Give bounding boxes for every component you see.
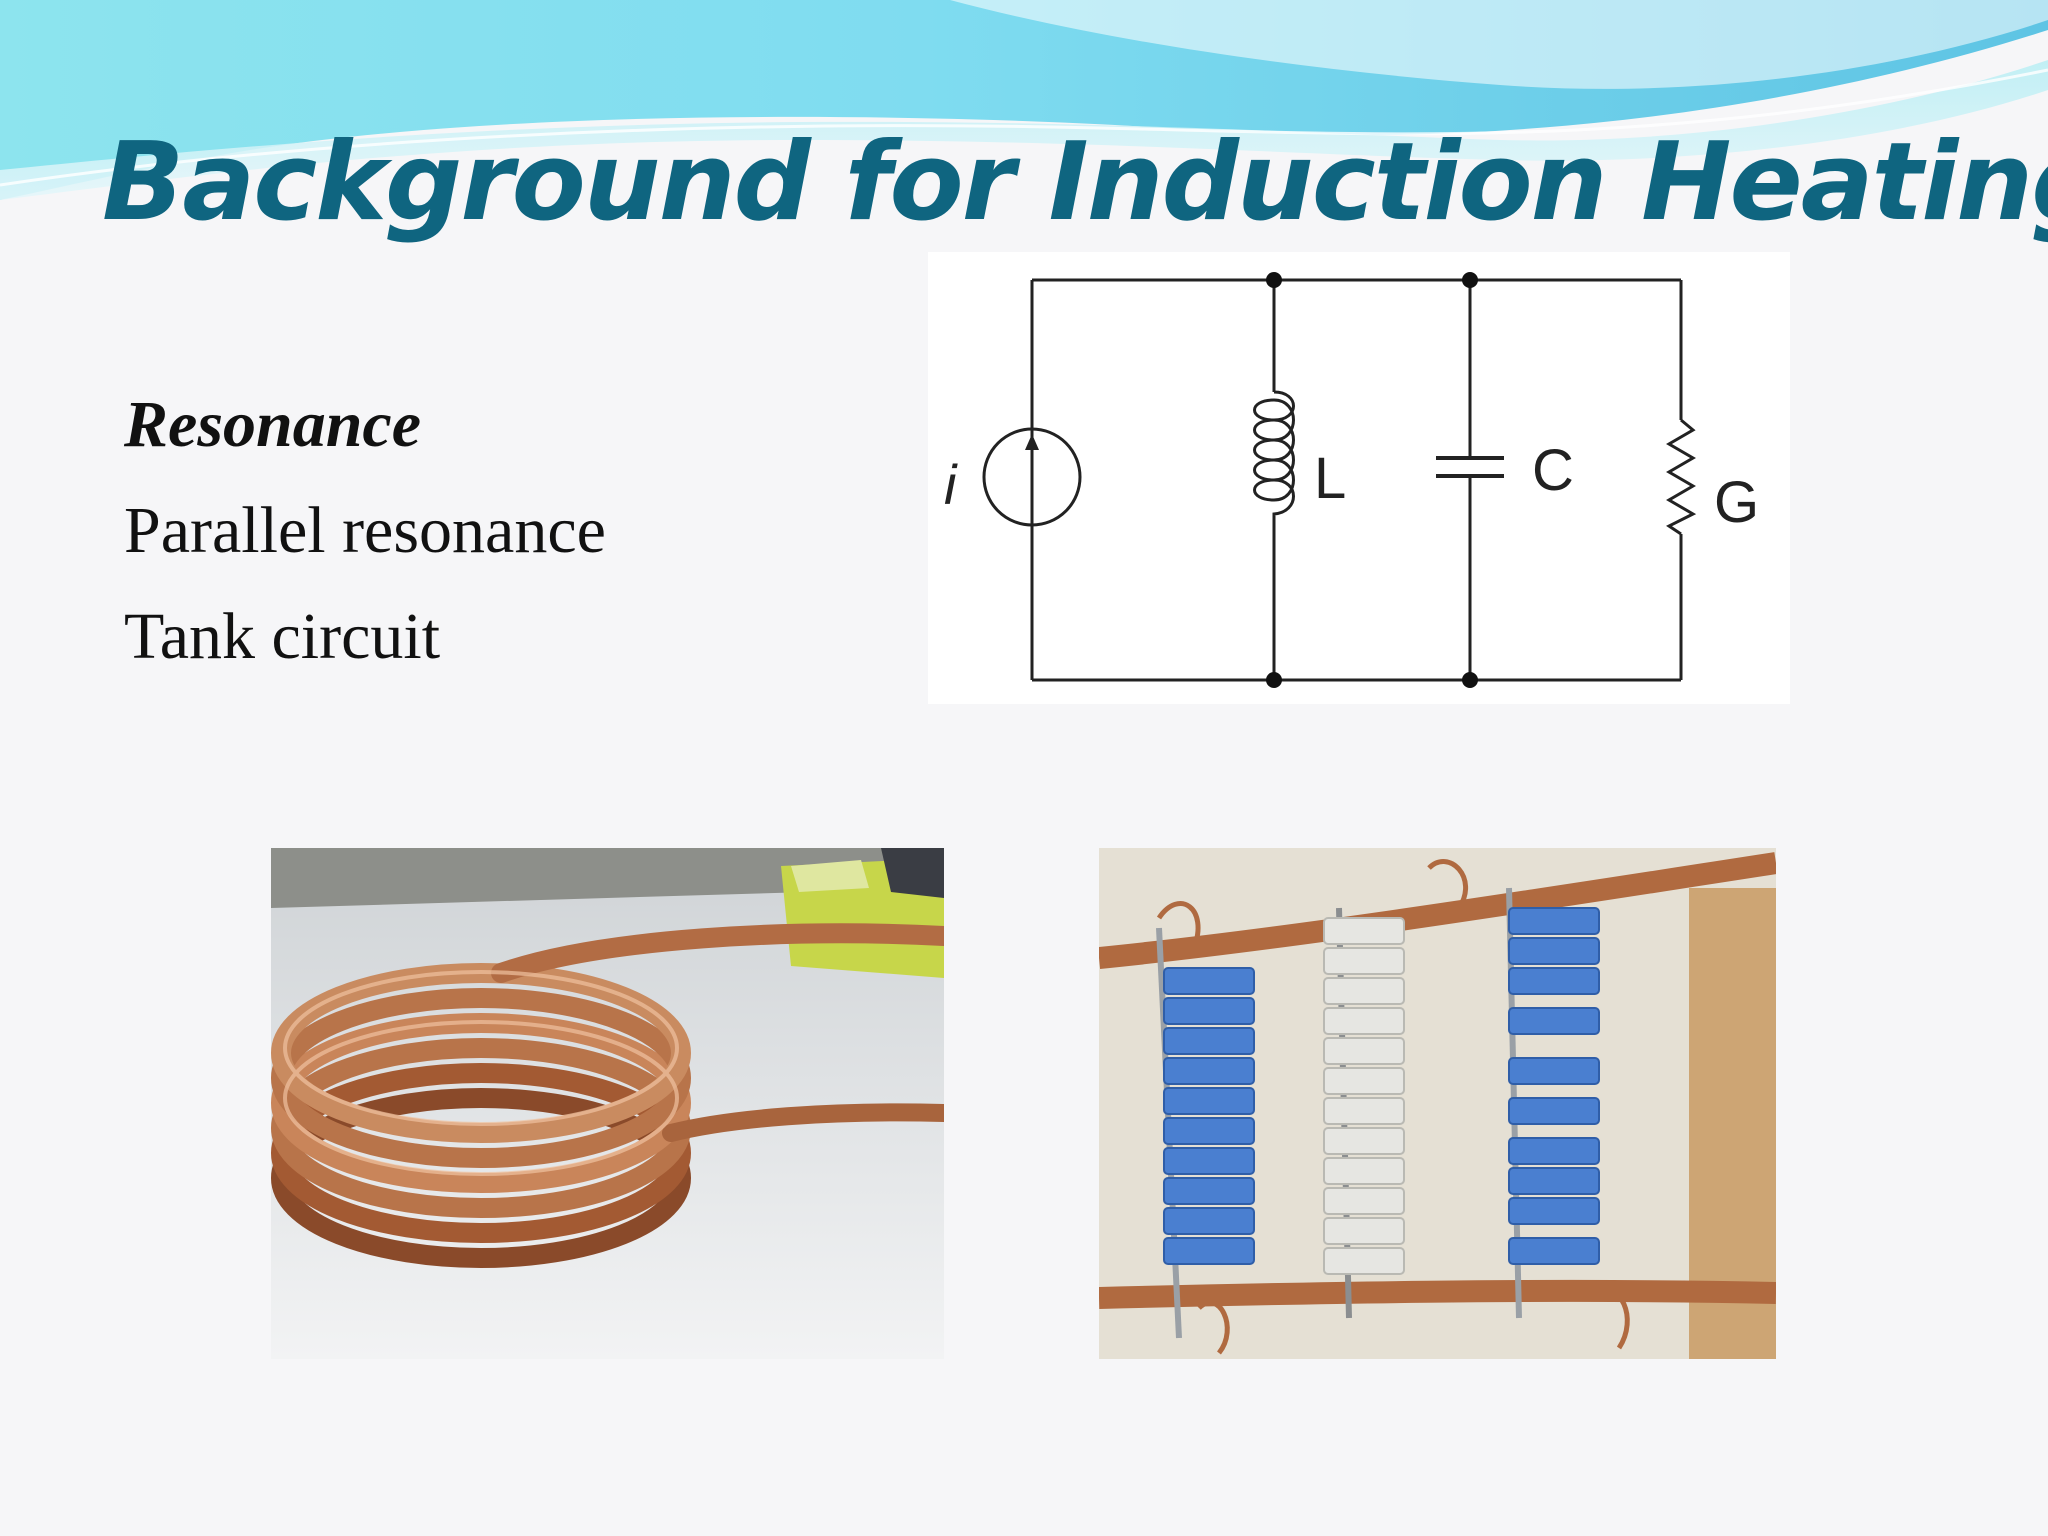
slide-title: Background for Induction Heating [102,120,2048,245]
bullet-list: Resonance Parallel resonance Tank circui… [124,372,606,690]
header-wave-decoration [0,0,2048,200]
inductor-label: L [1314,446,1346,511]
copper-induction-coil-photo [271,848,944,1359]
capacitor-label: C [1532,438,1574,503]
junction-dot [1266,272,1282,288]
junction-dot [1462,672,1478,688]
current-source-arrow [1025,434,1039,450]
bullet-tank-circuit: Tank circuit [124,600,441,673]
junction-dot [1462,272,1478,288]
junction-dot [1266,672,1282,688]
bullet-parallel-resonance: Parallel resonance [124,494,606,567]
parallel-rlc-circuit-diagram: i L C G [928,252,1790,704]
resistor-label: G [1714,470,1759,535]
bullet-heading-resonance: Resonance [124,388,421,461]
inductor-coil-symbol [1253,390,1295,552]
capacitor-bank-photo [1099,848,1776,1359]
current-source-symbol [982,427,1082,527]
source-label: i [944,453,958,516]
resistor-zigzag-symbol [1666,418,1697,536]
